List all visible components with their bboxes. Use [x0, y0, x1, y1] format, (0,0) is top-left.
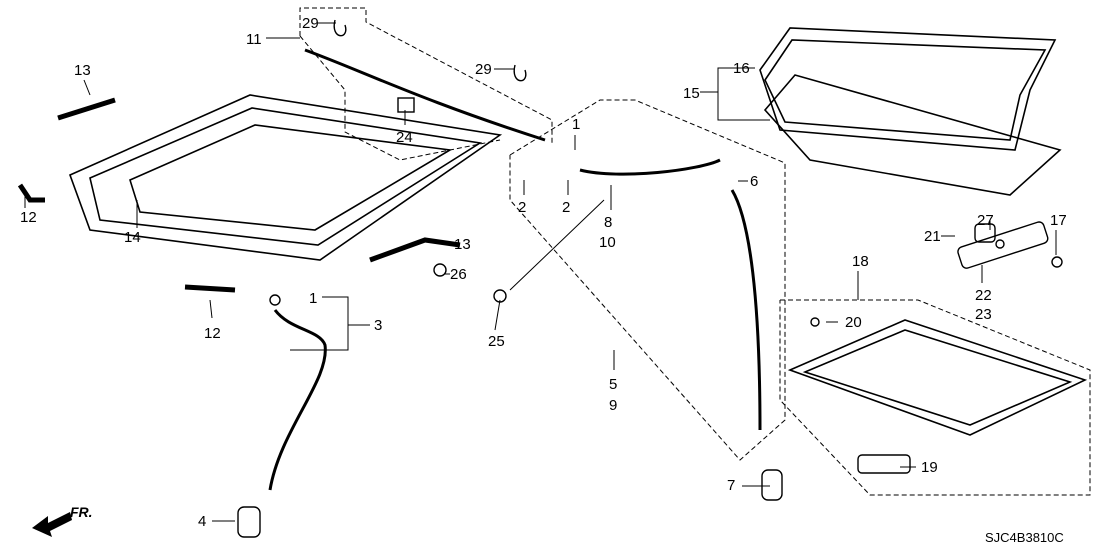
front-arrow-icon	[32, 512, 72, 537]
callout-7: 7	[727, 477, 736, 494]
leader-lines	[24, 22, 1057, 522]
callout-25: 25	[488, 333, 505, 350]
front-marker-label: FR.	[70, 504, 93, 520]
callout-29: 29	[475, 61, 492, 78]
callout-12: 12	[204, 325, 221, 342]
callout-12: 12	[20, 209, 37, 226]
callout-22: 22	[975, 287, 992, 304]
callout-1: 1	[572, 116, 581, 133]
callout-1: 1	[309, 290, 318, 307]
callout-11: 11	[246, 31, 262, 48]
callout-18: 18	[852, 253, 869, 270]
drain-tubes	[268, 48, 762, 491]
sunroof-frame	[68, 94, 503, 261]
callout-16: 16	[733, 60, 750, 77]
callout-23: 23	[975, 306, 992, 323]
callout-2: 2	[562, 199, 571, 216]
callout-14: 14	[124, 229, 141, 246]
callout-20: 20	[845, 314, 862, 331]
callout-9: 9	[609, 397, 618, 414]
callout-27: 27	[977, 212, 994, 229]
callout-13: 13	[74, 62, 91, 79]
sunroof-glass	[759, 27, 1062, 196]
callout-10: 10	[599, 234, 616, 251]
callout-19: 19	[921, 459, 938, 476]
callout-17: 17	[1050, 212, 1067, 229]
group-outlines	[299, 7, 1091, 496]
callout-5: 5	[609, 376, 618, 393]
callout-13: 13	[454, 236, 471, 253]
callout-4: 4	[198, 513, 207, 530]
sunshade	[787, 319, 1088, 436]
callout-8: 8	[604, 214, 613, 231]
callout-21: 21	[924, 228, 941, 245]
callout-15: 15	[683, 85, 700, 102]
callout-6: 6	[750, 173, 759, 190]
small-parts	[17, 19, 1063, 538]
callout-2: 2	[518, 199, 527, 216]
callout-3: 3	[374, 317, 383, 334]
callout-24: 24	[396, 129, 413, 146]
callout-29: 29	[302, 15, 319, 32]
diagram-code: SJC4B3810C	[985, 530, 1064, 545]
callout-26: 26	[450, 266, 467, 283]
